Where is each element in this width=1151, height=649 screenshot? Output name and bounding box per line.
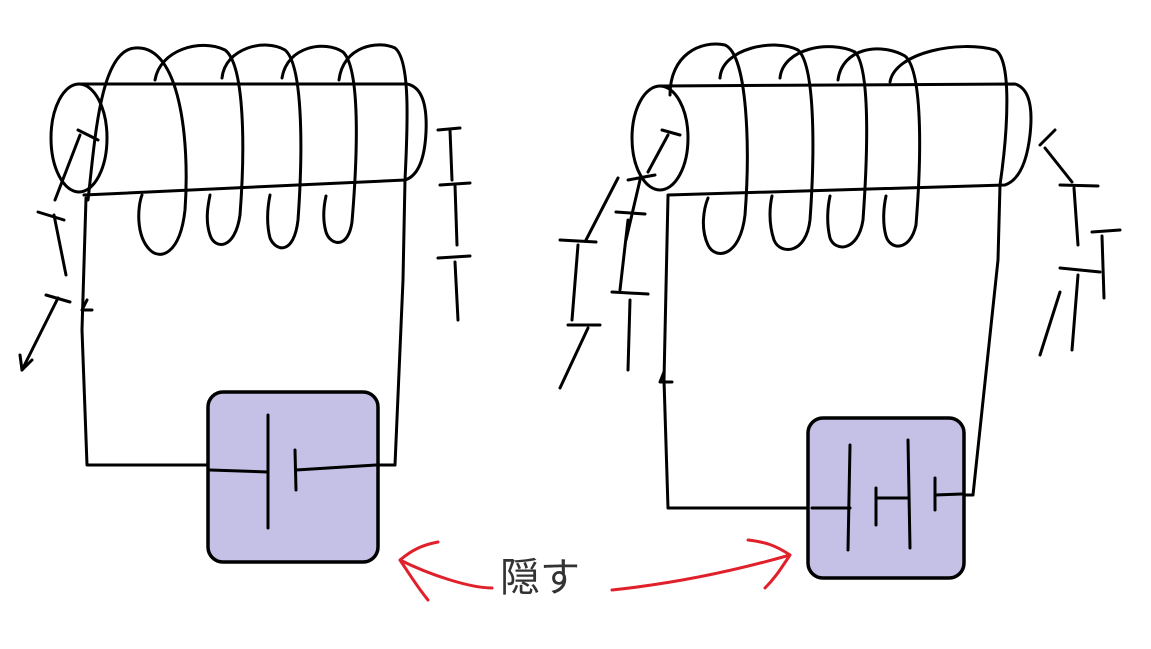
right-core-cylinder: [630, 82, 1033, 197]
right-circuit-wires: [658, 183, 1002, 510]
left-core-cylinder: [49, 82, 428, 197]
left-red-arrow: [398, 540, 494, 602]
left-coil-windings: [86, 43, 409, 256]
left-electromagnet-circuit: [18, 43, 472, 564]
left-magnetic-field-lines: [18, 126, 472, 372]
left-battery-box: [206, 390, 380, 564]
left-circuit-wires: [80, 178, 407, 467]
right-electromagnet-circuit: [558, 42, 1122, 580]
right-red-arrow: [610, 538, 792, 592]
hide-annotation-label: 隠す: [500, 555, 580, 601]
right-coil-windings: [668, 42, 1009, 255]
hide-annotation-arrows: [398, 538, 792, 602]
right-magnetic-field-lines: [558, 128, 1122, 390]
right-battery-box: [806, 416, 966, 580]
